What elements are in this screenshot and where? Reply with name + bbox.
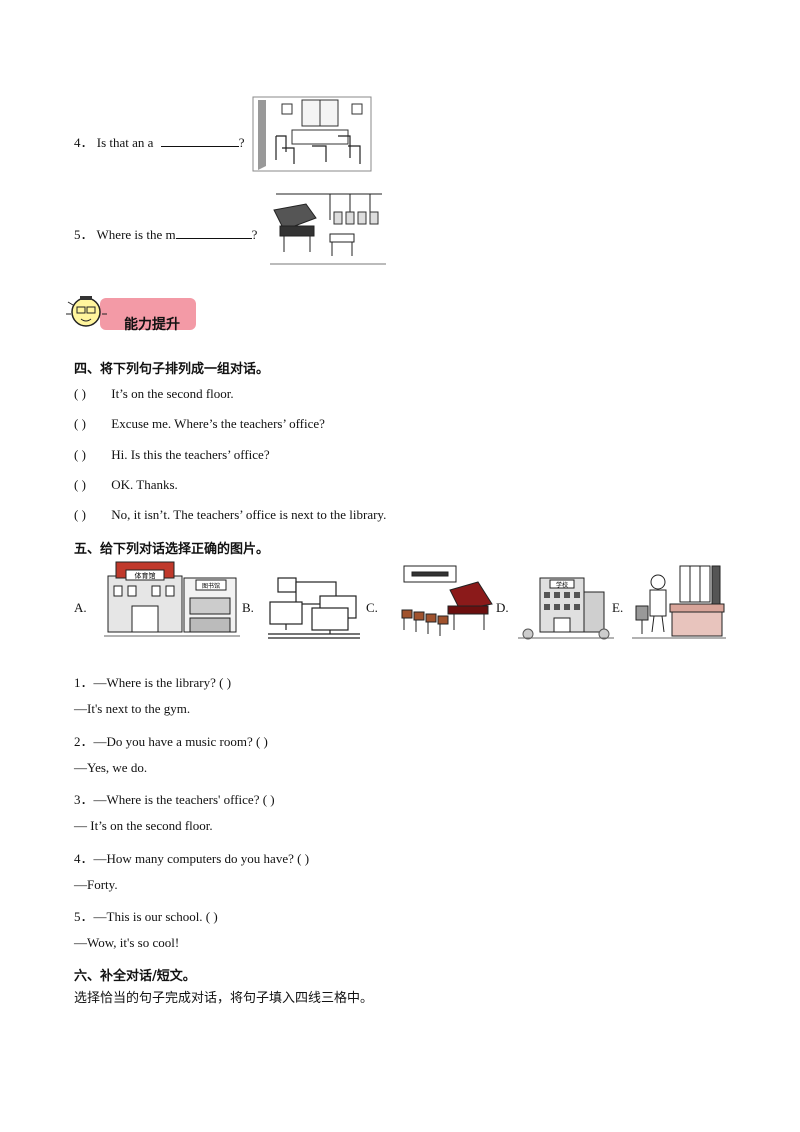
item-text: No, it isn’t. The teachers’ office is ne…: [111, 507, 387, 522]
answer-paren[interactable]: ( ): [74, 447, 86, 462]
answer-blank[interactable]: [160, 134, 239, 147]
section-6-title: 六、补全对话/短文。: [74, 969, 196, 984]
item-text: It’s on the second floor.: [111, 386, 234, 401]
ordering-item: ( ) It’s on the second floor.: [74, 386, 234, 402]
question-mark: ?: [251, 227, 258, 242]
school-sign: 学校: [556, 581, 568, 589]
dialog-answer: —Yes, we do.: [74, 760, 148, 775]
answer-paren[interactable]: ( ): [74, 507, 86, 522]
dialog-answer: —Wow, it's so cool!: [74, 935, 180, 950]
answer-paren[interactable]: ( ): [74, 477, 86, 492]
section-5-title: 五、给下列对话选择正确的图片。: [74, 542, 270, 557]
dialog-answer: —It's next to the gym.: [74, 701, 191, 716]
question-text: Where is the m: [96, 227, 176, 242]
question-number: 5．: [74, 227, 94, 242]
option-a-label: A.: [74, 600, 87, 615]
option-e-label: E.: [612, 600, 624, 615]
dialog-question: 1．—Where is the library? ( ): [74, 675, 232, 690]
ability-banner: 能力提升: [64, 292, 200, 334]
dialog-answer: —Forty.: [74, 877, 118, 892]
music-room-piano-image: [401, 565, 493, 636]
question-number: 4．: [74, 135, 94, 150]
option-c-label: C.: [366, 600, 378, 615]
banner-background: [100, 298, 196, 330]
item-text: Excuse me. Where’s the teachers’ office?: [111, 416, 325, 431]
dialog-answer: — It’s on the second floor.: [74, 818, 213, 833]
question-5: 5． Where is the m?: [74, 224, 257, 243]
gym-building-image: 体育馆 图书馆: [104, 561, 240, 637]
dialog-question: 3．—Where is the teachers' office? ( ): [74, 792, 275, 807]
question-4: 4． Is that an a ?: [74, 132, 244, 151]
gym-sign: 体育馆: [135, 571, 156, 580]
answer-blank[interactable]: [175, 226, 252, 239]
section-6-instruction: 选择恰当的句子完成对话，将句子填入四线三格中。: [74, 991, 374, 1006]
ordering-item: ( ) Excuse me. Where’s the teachers’ off…: [74, 416, 325, 432]
dialog-question: 4．—How many computers do you have? ( ): [74, 851, 310, 866]
ordering-item: ( ) Hi. Is this the teachers’ office?: [74, 447, 270, 463]
question-mark: ?: [238, 135, 245, 150]
lightbulb-icon: [66, 296, 107, 327]
dialog-question: 5．—This is our school. ( ): [74, 909, 218, 924]
teachers-office-image: [632, 565, 726, 639]
item-text: OK. Thanks.: [111, 477, 178, 492]
ordering-item: ( ) No, it isn’t. The teachers’ office i…: [74, 507, 386, 523]
banner-label: 能力提升: [124, 317, 180, 333]
ordering-item: ( ) OK. Thanks.: [74, 477, 178, 493]
answer-paren[interactable]: ( ): [74, 386, 86, 401]
item-text: Hi. Is this the teachers’ office?: [111, 447, 270, 462]
option-d-label: D.: [496, 600, 509, 615]
computer-room-image: [268, 577, 360, 639]
answer-paren[interactable]: ( ): [74, 416, 86, 431]
school-building-image: 学校: [518, 577, 614, 640]
meeting-room-image: [252, 96, 372, 172]
question-text: Is that an a: [96, 135, 154, 150]
section-4-title: 四、将下列句子排列成一组对话。: [74, 362, 270, 377]
library-sign: 图书馆: [202, 582, 220, 590]
music-room-image: [270, 193, 386, 265]
option-b-label: B.: [242, 600, 254, 615]
dialog-question: 2．—Do you have a music room? ( ): [74, 734, 268, 749]
